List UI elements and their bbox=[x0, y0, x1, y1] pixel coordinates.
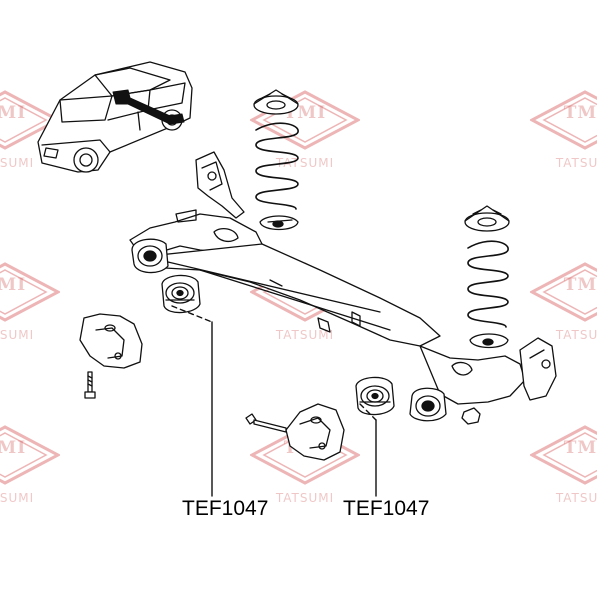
car-thumbnail bbox=[37, 61, 193, 173]
watermark-brand: TATSUMI bbox=[555, 156, 597, 170]
watermark-logo: TMI bbox=[563, 103, 597, 123]
watermark-diamond bbox=[0, 90, 60, 150]
coil-spring-lower bbox=[464, 205, 510, 349]
watermark-brand: TATSUMI bbox=[275, 328, 335, 342]
watermark-logo: TMI bbox=[0, 103, 27, 123]
watermark-tile: TMI TATSUMI bbox=[530, 262, 597, 352]
watermark-diamond bbox=[530, 262, 597, 322]
watermark-brand: TATSUMI bbox=[275, 491, 335, 505]
watermark-logo: TMI bbox=[0, 438, 27, 458]
watermark-logo: TMI bbox=[0, 275, 27, 295]
watermark-tile: TMI TATSUMI bbox=[530, 90, 597, 180]
watermark-logo: TMI bbox=[563, 275, 597, 295]
leader-lines bbox=[171, 305, 377, 497]
axle-beam bbox=[129, 151, 557, 425]
watermark-brand: TATSUMI bbox=[275, 156, 335, 170]
watermark-diamond bbox=[530, 425, 597, 485]
part-label-left: TEF1047 bbox=[182, 497, 269, 520]
watermark-diamond bbox=[0, 262, 60, 322]
watermark-brand: TATSUMI bbox=[555, 328, 597, 342]
left-leader-dashed bbox=[171, 305, 213, 323]
coil-spring-upper bbox=[253, 89, 299, 231]
right-leader-dashed bbox=[359, 403, 377, 421]
watermark-diamond bbox=[530, 90, 597, 150]
watermark-tile: TMI TATSUMI bbox=[0, 262, 60, 352]
right-mounting-bracket bbox=[245, 403, 345, 461]
watermark-diamond bbox=[0, 425, 60, 485]
left-silent-block bbox=[161, 274, 201, 314]
watermark-brand: TATSUMI bbox=[0, 328, 35, 342]
watermark-logo: TMI bbox=[563, 438, 597, 458]
watermark-tile: TMI TATSUMI bbox=[530, 425, 597, 515]
left-mounting-bracket bbox=[79, 313, 143, 399]
part-label-right: TEF1047 bbox=[343, 497, 430, 520]
watermark-tile: TMI TATSUMI bbox=[0, 425, 60, 515]
right-silent-block bbox=[355, 376, 395, 416]
watermark-brand: TATSUMI bbox=[0, 491, 35, 505]
watermark-brand: TATSUMI bbox=[0, 156, 35, 170]
watermark-brand: TATSUMI bbox=[555, 491, 597, 505]
watermark-tile: TMI TATSUMI bbox=[0, 90, 60, 180]
